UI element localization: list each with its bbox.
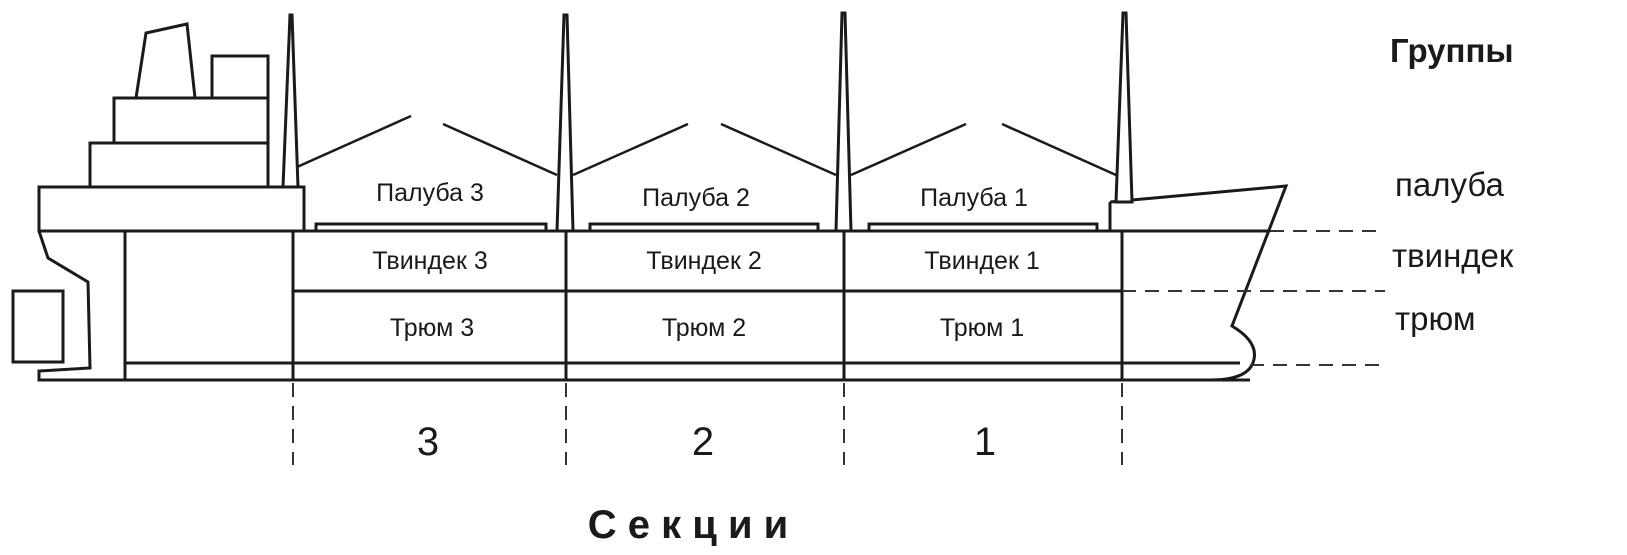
- group-deck-label: палуба: [1395, 166, 1504, 203]
- bulkheads: [291, 231, 1124, 380]
- mast-3-2: [555, 13, 575, 233]
- groups-heading: Группы: [1390, 32, 1514, 69]
- sections-title: С е к ц и и: [588, 503, 789, 547]
- hatch-cover-3: [314, 222, 548, 233]
- funnel: [134, 22, 197, 100]
- deck-label-1: Палуба 1: [920, 184, 1028, 212]
- tweendeck-label-2: Твиндек 2: [646, 247, 762, 275]
- mast-fore: [1114, 11, 1134, 204]
- group-hold-label: трюм: [1395, 300, 1476, 337]
- mast-aft: [281, 13, 300, 189]
- compartment-labels: Палуба 3 Палуба 2 Палуба 1 Твиндек 3 Тви…: [372, 179, 1040, 342]
- group-labels: Группы палуба твиндек трюм: [1390, 32, 1514, 337]
- boom-3a: [296, 114, 412, 169]
- hold-label-3: Трюм 3: [390, 314, 474, 342]
- bow-profile: [1109, 184, 1289, 382]
- group-tweendeck-label: твиндек: [1392, 237, 1514, 274]
- hatch-cover-1: [867, 222, 1099, 233]
- bridge-deck-lower: [88, 141, 270, 189]
- section-number-3: 3: [417, 420, 439, 464]
- hold-label-1: Трюм 1: [940, 314, 1024, 342]
- boom-1a: [850, 122, 967, 177]
- section-number-2: 2: [692, 420, 714, 464]
- deck-label-3: Палуба 3: [376, 179, 484, 207]
- bridge-deck-upper: [112, 96, 270, 145]
- boom-2a: [572, 122, 689, 177]
- rudder: [11, 289, 65, 364]
- hold-label-2: Трюм 2: [662, 314, 746, 342]
- poop-deck: [37, 185, 306, 233]
- hatch-covers: [314, 222, 1099, 233]
- section-labels: 3 2 1 С е к ц и и: [417, 420, 996, 547]
- boom-2b: [720, 122, 837, 177]
- stern-profile: [37, 230, 1250, 382]
- tweendeck-label-1: Твиндек 1: [924, 247, 1040, 275]
- superstructure: [37, 22, 306, 233]
- masts: [281, 11, 1134, 233]
- derrick-booms: [296, 114, 1117, 177]
- mast-2-1: [834, 11, 853, 233]
- tweendeck-label-3: Твиндек 3: [372, 247, 488, 275]
- deck-label-2: Палуба 2: [642, 184, 750, 212]
- boom-1b: [1001, 122, 1117, 177]
- boom-3b: [442, 122, 558, 177]
- wheelhouse-block: [210, 54, 270, 100]
- section-number-1: 1: [974, 420, 996, 464]
- hatch-cover-2: [588, 222, 820, 233]
- guide-lines: [292, 230, 1385, 465]
